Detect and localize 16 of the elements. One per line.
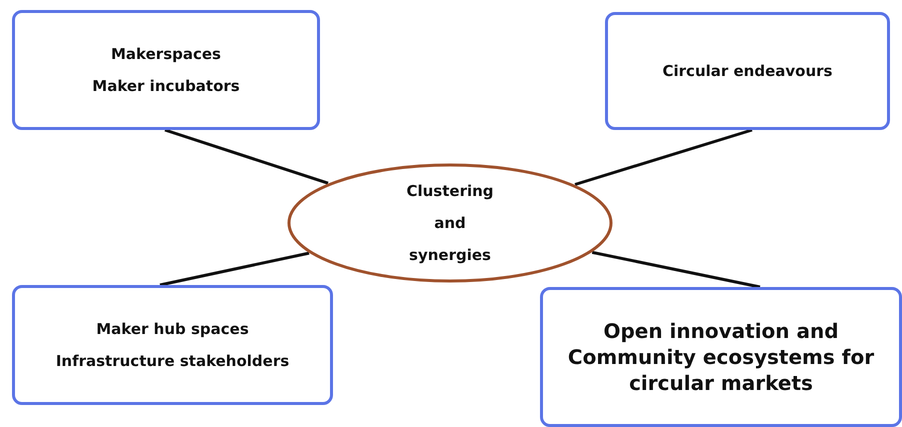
node-text: Infrastructure stakeholders — [56, 352, 290, 370]
node-text: Maker hub spaces — [96, 320, 249, 338]
connector-line — [592, 250, 760, 288]
rounded-box — [540, 287, 902, 427]
connector-line — [574, 128, 752, 186]
node-text: Open innovation and Community ecosystems for circular markets — [566, 318, 876, 396]
ellipse-node — [287, 163, 613, 283]
node-text: Maker incubators — [92, 77, 240, 95]
node-text: Clustering and synergies — [405, 181, 495, 266]
rounded-box — [12, 285, 333, 405]
connector-line — [164, 128, 328, 185]
rounded-box — [605, 12, 890, 130]
connector-line — [160, 252, 310, 286]
rounded-box — [12, 10, 320, 130]
node-text: Makerspaces — [111, 45, 221, 63]
node-text: Circular endeavours — [662, 62, 832, 80]
